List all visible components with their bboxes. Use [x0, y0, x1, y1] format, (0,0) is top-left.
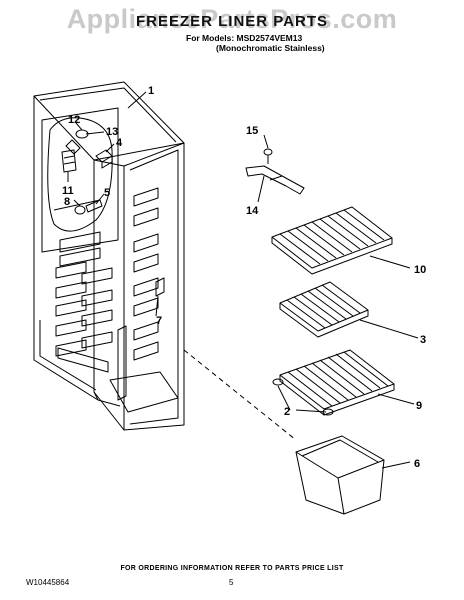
callout-13: 13: [106, 126, 118, 138]
wire-shelf-9: [272, 349, 395, 416]
callout-12: 12: [68, 114, 80, 126]
callout-11: 11: [62, 185, 74, 197]
callout-15: 15: [246, 125, 258, 137]
callout-6: 6: [414, 458, 420, 470]
callout-10: 10: [414, 264, 426, 276]
part-11-damper: [61, 149, 77, 173]
dashed-guide-line: [183, 349, 297, 441]
shelf-support-14: [245, 148, 305, 195]
model-info: For Models: MSD2574VEM13 (Monochromatic …: [186, 33, 325, 53]
document-number: W10445864: [26, 578, 70, 587]
part-4-bracket: [95, 149, 113, 169]
watermark-text: AppliancePartsPros.com: [66, 4, 398, 34]
page-number: 5: [229, 578, 234, 587]
wire-shelf-3: [279, 281, 369, 338]
leader-lines: [67, 91, 419, 469]
callout-9: 9: [416, 400, 422, 412]
callout-5: 5: [104, 187, 110, 199]
page-title: FREEZER LINER PARTS: [135, 13, 329, 30]
ordering-note: FOR ORDERING INFORMATION REFER TO PARTS …: [120, 565, 344, 572]
wire-shelf-10: [271, 206, 393, 275]
model-finish: (Monochromatic Stainless): [216, 43, 325, 53]
part-7-clip: [155, 277, 165, 297]
callout-8: 8: [64, 196, 70, 208]
callout-14: 14: [246, 205, 259, 217]
callout-4: 4: [116, 137, 123, 149]
callout-3: 3: [420, 334, 426, 346]
freezer-liner: [33, 81, 185, 431]
freezer-basket-6: [295, 435, 385, 515]
callout-2: 2: [284, 406, 290, 418]
model-number: For Models: MSD2574VEM13: [186, 33, 303, 43]
callout-7: 7: [156, 315, 162, 327]
callout-1: 1: [148, 85, 154, 97]
